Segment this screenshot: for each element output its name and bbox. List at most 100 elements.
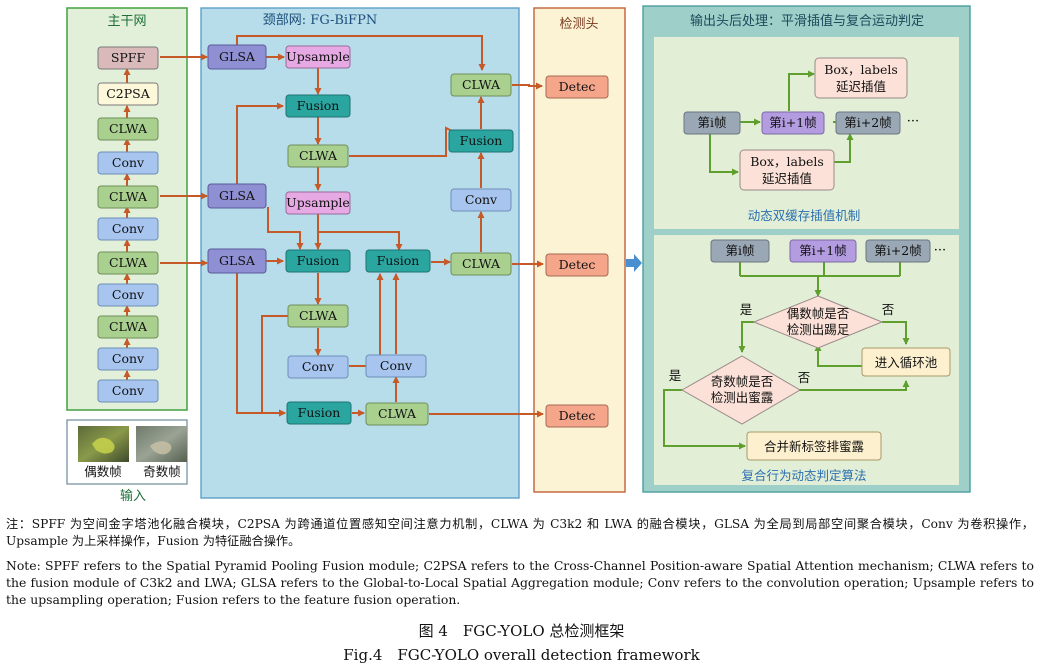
- neck-glsa-1: [207, 44, 267, 70]
- even-yes-label: 是: [740, 302, 753, 317]
- neck-fusion-2-label: Fusion: [297, 253, 340, 268]
- even-decision: [752, 295, 884, 349]
- buffer-box-bottom-line1: Box，labels: [750, 154, 824, 169]
- backbone-conv-4: [97, 347, 159, 371]
- odd-no-label: 否: [798, 370, 811, 385]
- odd-decision: [680, 355, 801, 425]
- input-photo-even-insect: [92, 437, 115, 454]
- detec-2: [545, 253, 609, 277]
- neck-glsa-3: [207, 248, 267, 274]
- buffer-frame-i2-label: 第i+2帧: [844, 115, 891, 130]
- neck-upsample-2-label: Upsample: [286, 195, 350, 210]
- framework-diagram: 主干网 偶数帧 奇数帧 输入 颈部网: FG-BiFPN 检测头 输出头后处理：…: [66, 5, 971, 504]
- neck-fusion-1: [285, 94, 351, 118]
- neck-fusion-4-label: Fusion: [298, 405, 341, 420]
- neck-clwa-2-label: CLWA: [299, 308, 338, 323]
- caption-chinese: 图 4 FGC-YOLO 总检测框架: [418, 622, 625, 640]
- neck-clwa-1: [287, 144, 349, 168]
- buffer-box-bottom-line2: 延迟插值: [762, 171, 812, 186]
- algo-frame-i2-label: 第i+2帧: [874, 243, 921, 258]
- backbone-clwa-1: [97, 117, 159, 141]
- backbone-conv-4-label: Conv: [112, 351, 145, 366]
- detec-3: [545, 404, 609, 428]
- algo-dots: ···: [934, 243, 946, 258]
- backbone-clwa-2-label: CLWA: [109, 189, 148, 204]
- input-label-even: 偶数帧: [84, 464, 122, 479]
- neck-clwa-3-label: CLWA: [378, 406, 417, 421]
- buffer-arrows: [709, 70, 854, 176]
- backbone-clwa-3: [97, 251, 159, 275]
- algo-frame-i-label: 第i帧: [726, 243, 755, 258]
- head-title: 检测头: [559, 17, 598, 32]
- neck-conv-1: [287, 355, 349, 379]
- algo-title: 复合行为动态判定算法: [741, 468, 866, 483]
- neck-fusion-5-label: Fusion: [460, 133, 503, 148]
- c2psa-label: C2PSA: [106, 86, 150, 101]
- head-to-post-arrow: [626, 254, 642, 272]
- backbone-clwa-3-label: CLWA: [109, 255, 148, 270]
- neck-upsample-1-label: Upsample: [286, 49, 350, 64]
- odd-yes-label: 是: [669, 368, 682, 383]
- neck-title: 颈部网: FG-BiFPN: [263, 13, 377, 28]
- backbone-conv-2: [97, 217, 159, 241]
- neck-conv-1-label: Conv: [302, 359, 335, 374]
- even-decision-line1: 偶数帧是否: [787, 306, 850, 321]
- backbone-clwa-4-label: CLWA: [109, 319, 148, 334]
- neck-clwa-5: [450, 252, 512, 276]
- spff-module: [97, 46, 159, 70]
- backbone-title: 主干网: [107, 14, 146, 29]
- c2psa-module: [97, 82, 159, 106]
- caption-english: Fig.4 FGC-YOLO overall detection framewo…: [343, 646, 700, 664]
- algo-frame-i1-label: 第i+1帧: [799, 243, 846, 258]
- algo-frame-i2: [865, 239, 931, 263]
- spff-label: SPFF: [111, 50, 146, 65]
- buffer-box-top: [814, 57, 908, 99]
- neck-fusion-4: [286, 401, 352, 425]
- neck-fusion-5: [448, 129, 514, 153]
- backbone-conv-5: [97, 379, 159, 403]
- merge-box: [746, 431, 882, 461]
- backbone-conv-1-label: Conv: [112, 155, 145, 170]
- note-english: Note: SPFF refers to the Spatial Pyramid…: [6, 558, 1034, 607]
- input-photo-odd-insect: [150, 441, 172, 455]
- note-chinese: 注：SPFF 为空间金字塔池化融合模块，C2PSA 为跨通道位置感知空间注意力机…: [6, 517, 1034, 548]
- neck-clwa-1-label: CLWA: [299, 148, 338, 163]
- backbone-conv-3-label: Conv: [112, 287, 145, 302]
- input-title: 输入: [120, 488, 146, 504]
- neck-conv-2: [365, 354, 427, 378]
- neck-glsa-1-label: GLSA: [219, 49, 256, 64]
- detec-1: [545, 75, 609, 99]
- backbone-clwa-1-label: CLWA: [109, 121, 148, 136]
- buffer-frame-i-label: 第i帧: [698, 115, 727, 130]
- algo-frame-i: [710, 239, 770, 263]
- loop-pool-label: 进入循环池: [875, 355, 938, 370]
- input-label-odd: 奇数帧: [143, 464, 181, 479]
- buffer-frame-i1: [761, 111, 825, 135]
- neck-glsa-2-label: GLSA: [219, 188, 256, 203]
- buffer-frame-i: [683, 111, 741, 135]
- buffer-frame-i1-label: 第i+1帧: [769, 115, 816, 130]
- neck-upsample-1: [285, 45, 351, 69]
- neck-glsa-2: [207, 183, 267, 209]
- neck-clwa-4: [450, 73, 512, 97]
- neck-fusion-1-label: Fusion: [297, 98, 340, 113]
- even-no-label: 否: [882, 302, 895, 317]
- odd-decision-line2: 检测出蜜露: [711, 390, 774, 405]
- even-decision-line2: 检测出踢足: [787, 322, 850, 337]
- algo-frame-i1: [789, 239, 857, 263]
- odd-decision-line1: 奇数帧是否: [711, 374, 774, 389]
- buffer-dots: ···: [907, 114, 919, 129]
- buffer-frame-i2: [835, 111, 901, 135]
- neck-upsample-2: [285, 191, 351, 215]
- neck-conv-3-label: Conv: [465, 192, 498, 207]
- backbone-clwa-2: [97, 185, 159, 209]
- algo-arrows: [663, 262, 910, 450]
- neck-fusion-3: [365, 249, 431, 273]
- backbone-conv-2-label: Conv: [112, 221, 145, 236]
- merge-label: 合并新标签排蜜露: [764, 439, 865, 454]
- detec-2-label: Detec: [559, 257, 596, 272]
- detec-1-label: Detec: [559, 79, 596, 94]
- neck-conv-2-label: Conv: [380, 358, 413, 373]
- buffer-box-top-line2: 延迟插值: [836, 79, 886, 94]
- neck-clwa-4-label: CLWA: [462, 77, 501, 92]
